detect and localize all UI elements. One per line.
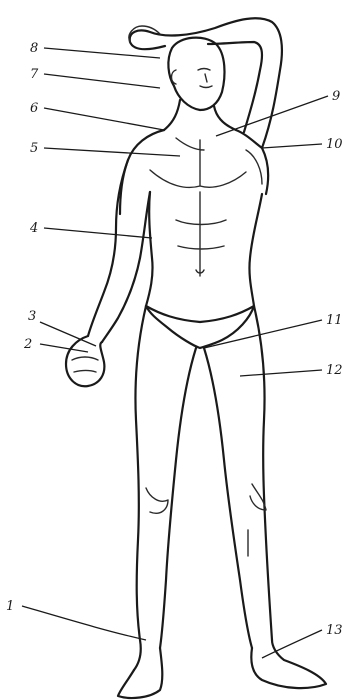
armpit-right <box>246 150 262 184</box>
label-6: 6 <box>30 101 38 116</box>
ear <box>172 70 177 84</box>
label-4: 4 <box>29 221 38 236</box>
label-8: 8 <box>30 41 38 56</box>
fist-knuckles <box>72 357 98 372</box>
abdomen-lines <box>176 192 226 276</box>
label-2: 2 <box>23 337 32 352</box>
label-7: 7 <box>30 67 39 82</box>
label-10: 10 <box>326 137 343 152</box>
left-leg-outer <box>134 306 146 670</box>
labels: 1 2 3 4 5 6 7 8 9 10 11 12 13 <box>6 41 343 638</box>
right-leg-outer <box>254 306 272 640</box>
label-12: 12 <box>326 363 343 378</box>
leader-4 <box>44 228 152 238</box>
trunks <box>146 306 254 348</box>
leader-9 <box>216 96 328 136</box>
right-leg-inner <box>204 348 252 648</box>
right-shoulder <box>236 130 268 194</box>
neck <box>164 100 236 130</box>
face-features <box>198 69 212 88</box>
head-outline <box>168 38 224 110</box>
raised-arm-inner <box>208 42 262 132</box>
human-figure <box>66 18 326 698</box>
left-knee <box>146 488 168 513</box>
torso-right <box>249 194 262 306</box>
leader-2 <box>40 344 88 352</box>
label-3: 3 <box>28 309 36 324</box>
right-foot <box>251 640 326 688</box>
leader-7 <box>44 74 160 88</box>
fist <box>66 336 104 386</box>
leader-11 <box>204 320 322 348</box>
label-11: 11 <box>326 313 343 328</box>
leader-5 <box>44 148 180 156</box>
chest-lines <box>150 138 246 187</box>
leader-1 <box>22 606 146 640</box>
label-9: 9 <box>332 89 340 104</box>
leader-10 <box>262 144 322 148</box>
leader-6 <box>44 108 164 130</box>
label-13: 13 <box>326 623 343 638</box>
leader-12 <box>240 370 322 376</box>
label-1: 1 <box>6 599 14 614</box>
left-leg-inner <box>160 348 196 648</box>
left-shoulder <box>120 130 164 214</box>
label-5: 5 <box>30 141 38 156</box>
